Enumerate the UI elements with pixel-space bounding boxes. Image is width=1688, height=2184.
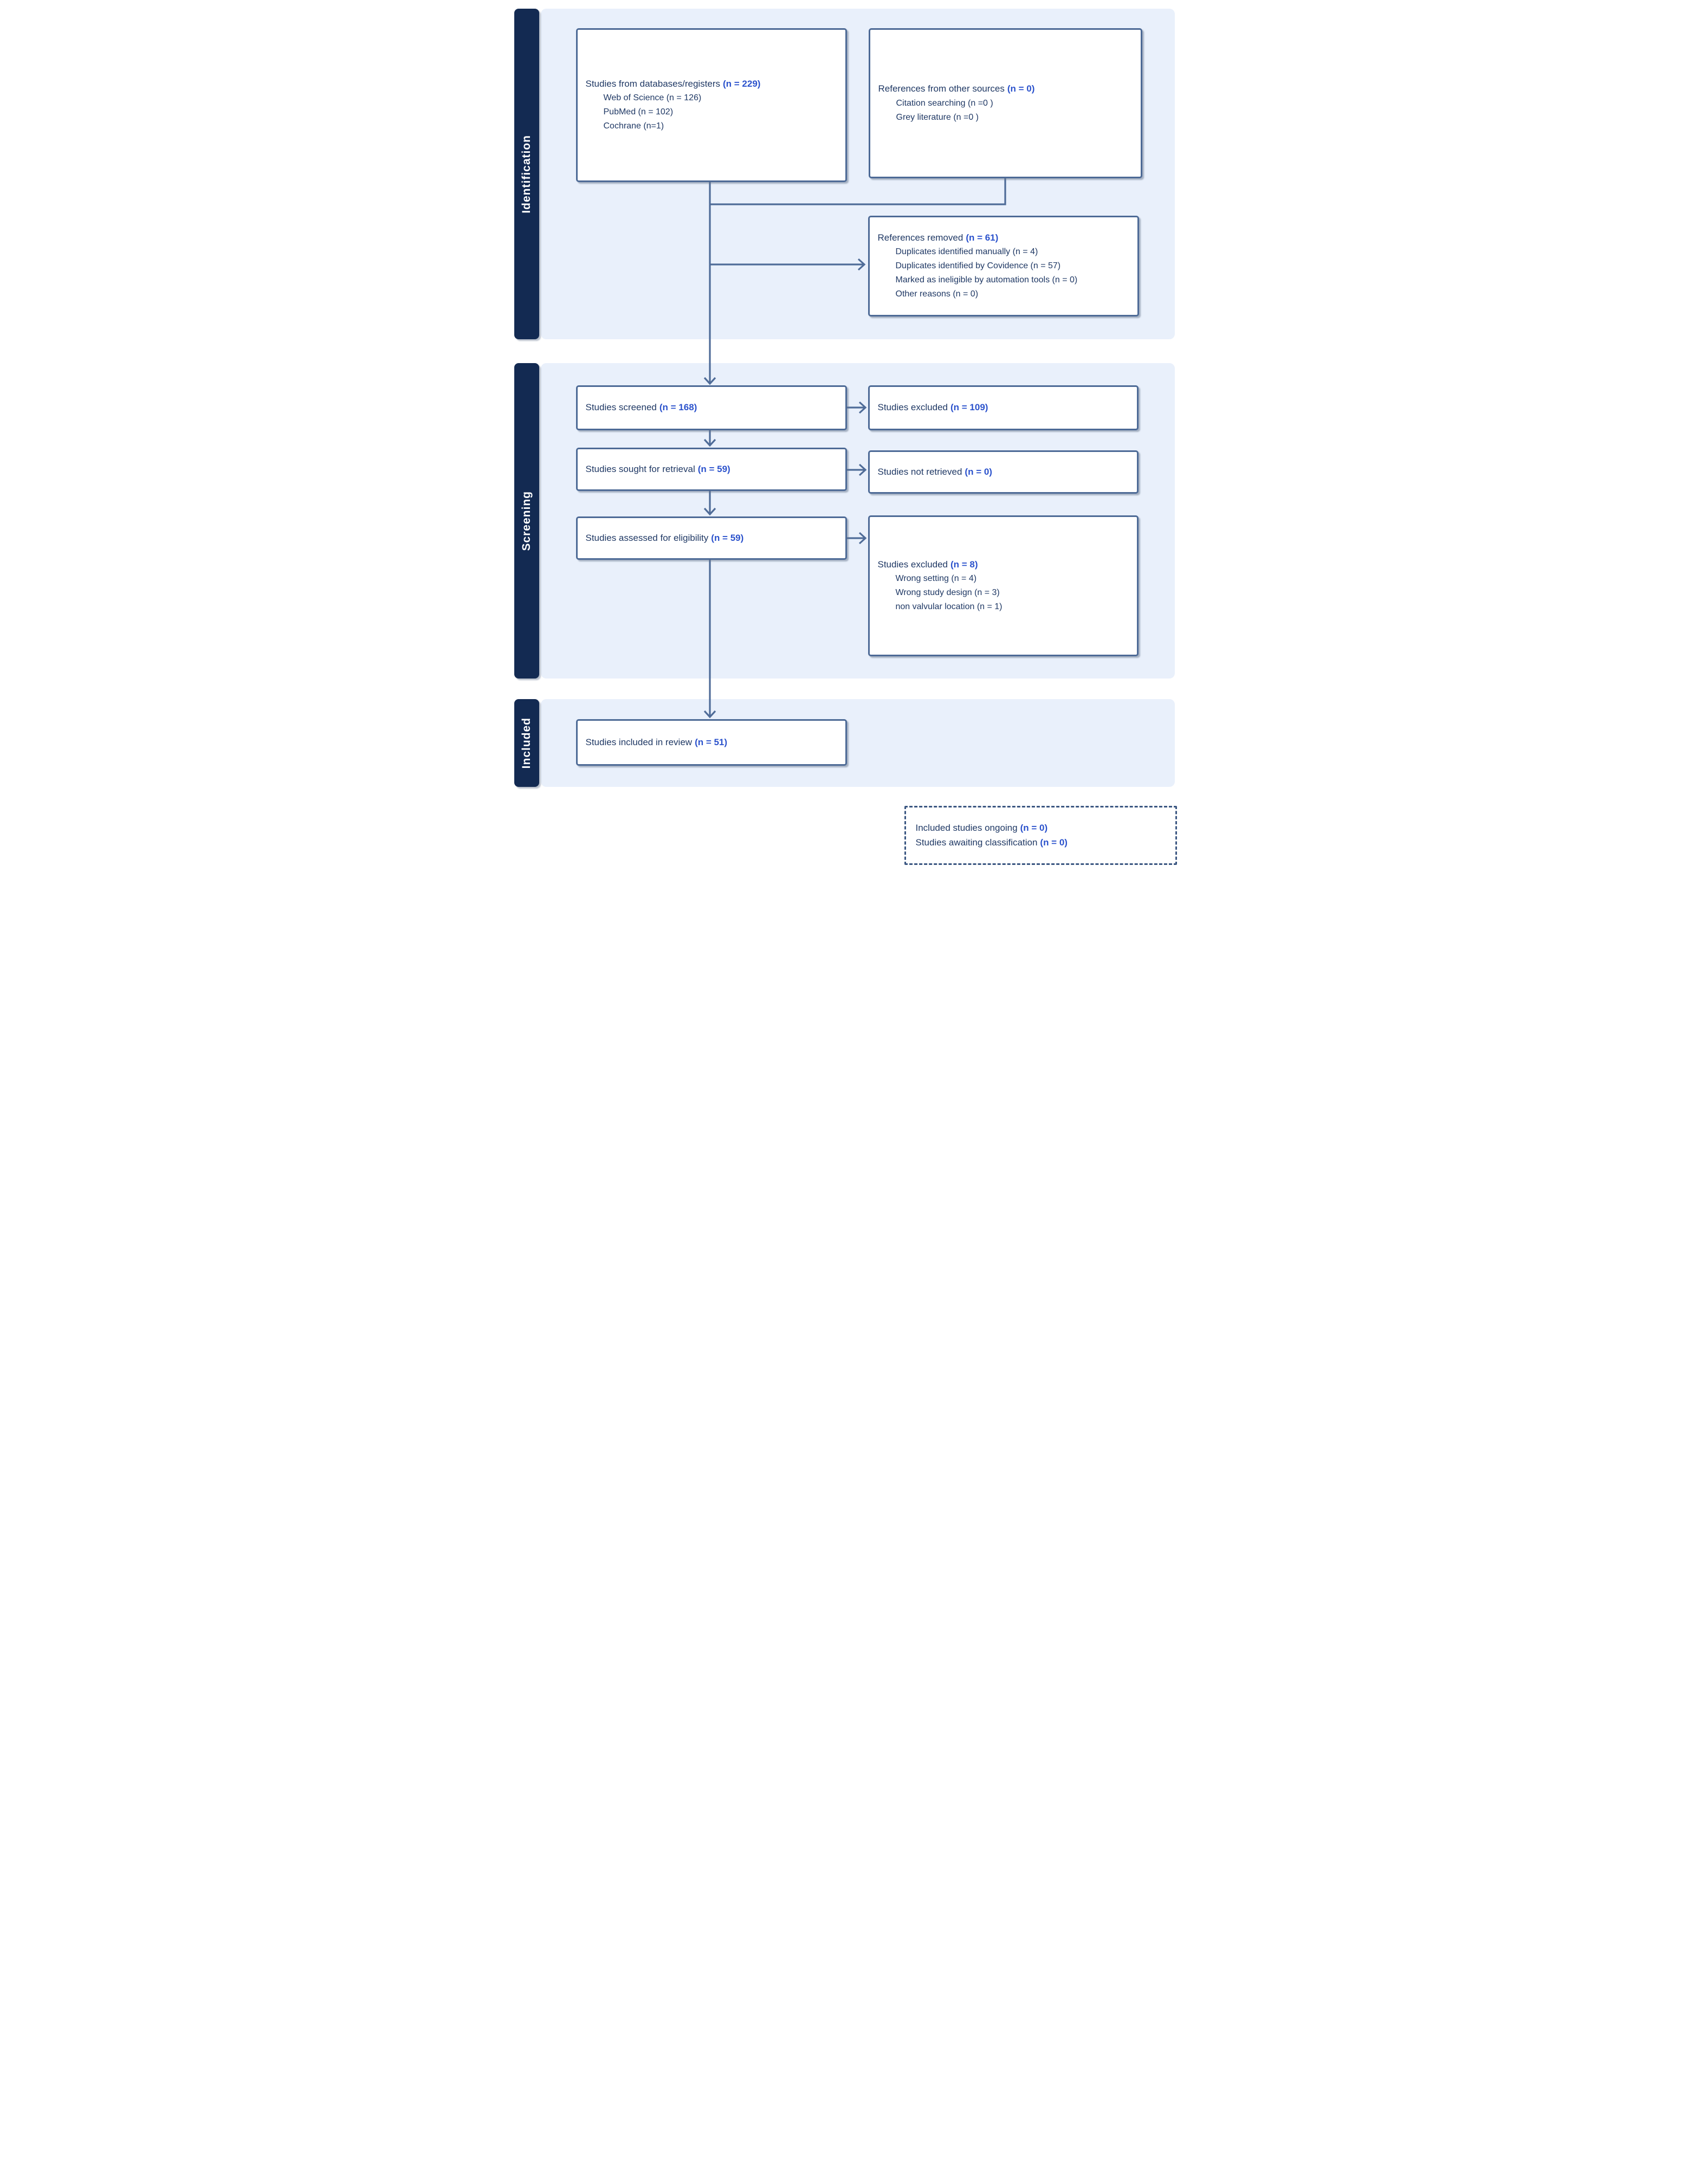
- box-studies-screened: Studies screened(n = 168): [575, 385, 847, 430]
- box-item: Other reasons (n = 0): [895, 289, 979, 299]
- box-item: Web of Science (n = 126): [603, 93, 702, 103]
- arrow-screened-to-sought: [703, 438, 716, 447]
- box-title: Studies from databases/registers(n = 229…: [578, 77, 845, 91]
- box-title-text: Studies from databases/registers: [585, 78, 721, 89]
- box-studies-not-retrieved: Studies not retrieved(n = 0): [868, 450, 1139, 494]
- arrow-sought-to-assessed: [703, 507, 716, 516]
- box-line-awaiting: Studies awaiting classification(n = 0): [906, 836, 1175, 850]
- box-count: (n = 61): [966, 232, 999, 243]
- box-count: (n = 51): [695, 736, 728, 747]
- box-item: Wrong study design (n = 3): [895, 588, 1000, 598]
- box-count: (n = 109): [950, 402, 988, 413]
- box-item: Marked as ineligible by automation tools…: [895, 275, 1078, 285]
- box-title: References removed(n = 61): [870, 231, 1137, 245]
- box-count: (n = 0): [1020, 823, 1048, 833]
- stage-rail-screening: Screening: [514, 363, 539, 679]
- box-line-text: Included studies ongoing: [915, 823, 1018, 833]
- box-item: Duplicates identified by Covidence (n = …: [895, 261, 1061, 271]
- arrow-into-screened: [703, 377, 716, 385]
- box-title: References from other sources(n = 0): [870, 82, 1141, 96]
- arrow-assessed-to-excluded: [858, 532, 866, 545]
- box-count: (n = 59): [711, 532, 744, 543]
- flow-connectors: [703, 178, 1006, 719]
- box-count: (n = 8): [950, 559, 978, 570]
- box-title-text: Studies excluded: [877, 402, 948, 413]
- box-title-text: Studies excluded: [877, 559, 948, 570]
- box-item: Duplicates identified manually (n = 4): [895, 247, 1038, 257]
- box-item: PubMed (n = 102): [603, 107, 674, 117]
- box-item: non valvular location (n = 1): [895, 602, 1003, 612]
- box-studies-sought: Studies sought for retrieval(n = 59): [575, 448, 847, 491]
- box-count: (n = 229): [723, 78, 761, 89]
- box-title: Studies sought for retrieval(n = 59): [578, 462, 845, 476]
- box-studies-included: Studies included in review(n = 51): [575, 719, 847, 766]
- box-ongoing-awaiting: Included studies ongoing(n = 0) Studies …: [904, 806, 1177, 865]
- box-title-text: References from other sources: [878, 83, 1005, 94]
- box-count: (n = 0): [1007, 83, 1035, 94]
- box-item: Cochrane (n=1): [603, 121, 664, 131]
- box-title-text: Studies assessed for eligibility: [585, 532, 709, 543]
- box-count: (n = 0): [965, 466, 992, 477]
- box-studies-from-databases: Studies from databases/registers(n = 229…: [575, 28, 847, 182]
- box-studies-assessed: Studies assessed for eligibility(n = 59): [575, 516, 847, 560]
- box-title-text: References removed: [877, 232, 963, 243]
- arrow-references-removed: [857, 258, 865, 271]
- box-title: Studies excluded(n = 8): [870, 558, 1137, 572]
- box-count: (n = 59): [697, 463, 730, 474]
- box-title-text: Studies sought for retrieval: [585, 463, 695, 474]
- box-studies-excluded-eligibility: Studies excluded(n = 8) Wrong setting (n…: [868, 515, 1139, 656]
- prisma-flow-diagram: Identification Screening Included: [506, 0, 1182, 874]
- box-title-text: Studies not retrieved: [877, 466, 962, 477]
- box-title: Studies screened(n = 168): [578, 400, 845, 415]
- arrow-screened-to-excluded: [858, 401, 866, 414]
- box-title: Studies excluded(n = 109): [870, 400, 1137, 415]
- box-item: Grey literature (n =0 ): [896, 112, 979, 122]
- box-line-ongoing: Included studies ongoing(n = 0): [906, 821, 1175, 835]
- box-item: Wrong setting (n = 4): [895, 574, 977, 584]
- box-count: (n = 0): [1040, 837, 1068, 848]
- box-title-text: Studies screened: [585, 402, 657, 413]
- box-studies-excluded-screening: Studies excluded(n = 109): [868, 385, 1139, 430]
- box-item: Citation searching (n =0 ): [896, 98, 993, 108]
- box-line-text: Studies awaiting classification: [915, 837, 1038, 848]
- box-title: Studies not retrieved(n = 0): [870, 465, 1137, 479]
- box-count: (n = 168): [659, 402, 697, 413]
- arrow-assessed-to-included: [703, 710, 716, 719]
- box-title: Studies assessed for eligibility(n = 59): [578, 531, 845, 545]
- box-references-other-sources: References from other sources(n = 0) Cit…: [868, 28, 1142, 178]
- stage-rail-identification: Identification: [514, 9, 539, 339]
- box-title-text: Studies included in review: [585, 736, 693, 747]
- arrow-sought-to-not-retrieved: [858, 463, 866, 476]
- box-references-removed: References removed(n = 61) Duplicates id…: [868, 216, 1139, 316]
- connector-other-sources-merge: [709, 178, 1006, 205]
- box-title: Studies included in review(n = 51): [578, 735, 845, 749]
- stage-rail-included: Included: [514, 699, 539, 787]
